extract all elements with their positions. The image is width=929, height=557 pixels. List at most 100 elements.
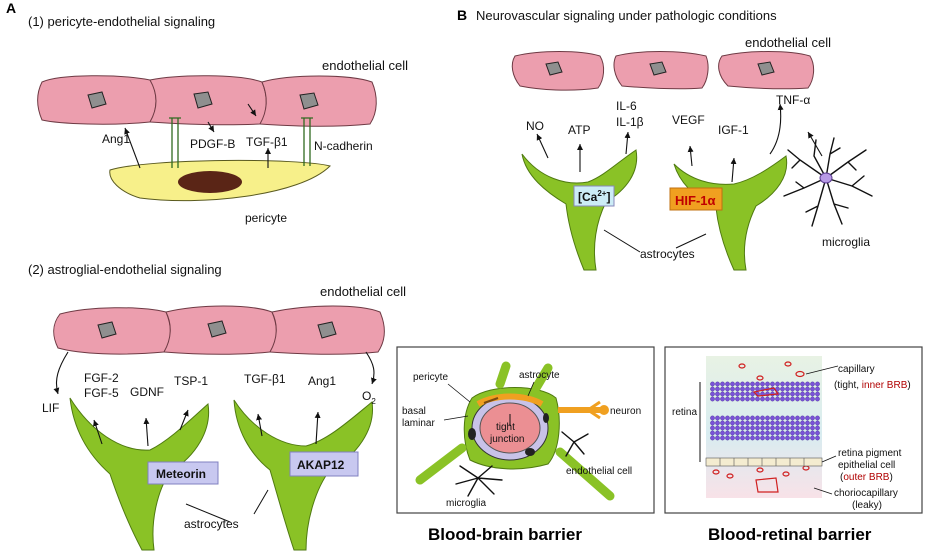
label-tgfb1-a2: TGF-β1 bbox=[244, 372, 286, 386]
akap12-label: AKAP12 bbox=[297, 458, 345, 472]
retina-nucleus-dot bbox=[755, 415, 760, 421]
label-tsp1: TSP-1 bbox=[174, 374, 208, 388]
retina-nucleus-dot bbox=[710, 386, 715, 392]
nucleus bbox=[97, 321, 117, 339]
retina-nucleus-dot bbox=[795, 435, 800, 441]
retina-nucleus-dot bbox=[775, 396, 780, 402]
retina-nucleus-dot bbox=[810, 396, 815, 402]
retina-nucleus-dot bbox=[775, 381, 780, 387]
brb-label-retina: retina bbox=[672, 407, 697, 418]
retina-nucleus-dot bbox=[805, 391, 810, 397]
retina-nucleus-dot bbox=[720, 381, 725, 387]
retina-nucleus-dot bbox=[795, 391, 800, 397]
retina-nucleus-dot bbox=[710, 425, 715, 431]
retina-nucleus-dot bbox=[740, 420, 745, 426]
bbb-label-pericyte: pericyte bbox=[413, 372, 448, 383]
retina-nucleus-dot bbox=[715, 435, 720, 441]
retina-nucleus-dot bbox=[795, 425, 800, 431]
label-lif: LIF bbox=[42, 401, 59, 415]
retina-nucleus-dot bbox=[770, 420, 775, 426]
a1-pericyte bbox=[109, 159, 331, 202]
retina-nucleus-dot bbox=[780, 425, 785, 431]
brb-label-chorio: choriocapillary bbox=[834, 488, 898, 499]
retina-nucleus-dot bbox=[755, 435, 760, 441]
retina-nucleus-dot bbox=[725, 420, 730, 426]
a2-endothelial-cells bbox=[53, 305, 385, 355]
retina-nucleus-dot bbox=[810, 425, 815, 431]
capillary-leader bbox=[805, 365, 839, 375]
retina-nucleus-dot bbox=[725, 430, 730, 436]
retina-nucleus-dot bbox=[725, 391, 730, 397]
retina-nucleus-dot bbox=[815, 381, 820, 387]
retina-nucleus-dot bbox=[750, 435, 755, 441]
calcium-box bbox=[573, 185, 615, 207]
bbb-label-laminar: laminar bbox=[402, 418, 435, 429]
pericyte-nucleus bbox=[178, 171, 242, 193]
retina-nucleus-dot bbox=[765, 381, 770, 387]
retina-nucleus-dot bbox=[815, 391, 820, 397]
retina-nucleus-dot bbox=[740, 430, 745, 436]
retina-nucleus-dot bbox=[715, 396, 720, 402]
retina-nucleus-dot bbox=[785, 420, 790, 426]
label-il6: IL-6 bbox=[616, 99, 637, 113]
astrocytes-leaders bbox=[185, 489, 269, 523]
retina-nucleus-dot bbox=[720, 425, 725, 431]
retina-nucleus-dot bbox=[800, 430, 805, 436]
retina-nucleus-dot bbox=[735, 386, 740, 392]
b-astrocytes-label: astrocytes bbox=[640, 247, 695, 261]
retina-nucleus-dot bbox=[770, 415, 775, 421]
retina-nucleus-dot bbox=[815, 430, 820, 436]
retina-nucleus-dot bbox=[710, 391, 715, 397]
retina-nucleus-dot bbox=[765, 425, 770, 431]
retina-nucleus-dot bbox=[735, 435, 740, 441]
retina-nucleus-dot bbox=[780, 415, 785, 421]
retina-nucleus-dot bbox=[715, 386, 720, 392]
retina-nucleus-dot bbox=[750, 430, 755, 436]
retina-nucleus-dot bbox=[780, 386, 785, 392]
retina-nucleus-dot bbox=[790, 425, 795, 431]
retina-nucleus-dot bbox=[735, 415, 740, 421]
label-tgfb1: TGF-β1 bbox=[246, 135, 288, 149]
retina-nucleus-dot bbox=[765, 420, 770, 426]
retina-nucleus-dot bbox=[740, 396, 745, 402]
retina-nucleus-dot bbox=[720, 435, 725, 441]
retina-nucleus-dot bbox=[775, 425, 780, 431]
meteorin-label: Meteorin bbox=[156, 467, 206, 481]
retina-nucleus-dot bbox=[715, 420, 720, 426]
retina-nucleus-dot bbox=[790, 415, 795, 421]
section-a2-title: (2) astroglial-endothelial signaling bbox=[28, 262, 222, 277]
retina-nucleus-dot bbox=[755, 430, 760, 436]
retina-nucleus-dot bbox=[785, 430, 790, 436]
retina-nucleus-dot bbox=[790, 420, 795, 426]
retina-nucleus-dot bbox=[795, 430, 800, 436]
label-ang1-a2: Ang1 bbox=[308, 374, 336, 388]
retina-nucleus-dot bbox=[815, 386, 820, 392]
retina-nucleus-dot bbox=[755, 381, 760, 387]
retina-nucleus-dot bbox=[715, 415, 720, 421]
nucleus bbox=[545, 61, 563, 76]
retina-nucleus-dot bbox=[795, 396, 800, 402]
retina-nucleus-dot bbox=[715, 430, 720, 436]
label-tnfa: TNF-α bbox=[776, 93, 810, 107]
arrow-gdnf bbox=[143, 417, 150, 447]
label-vegf: VEGF bbox=[672, 113, 705, 127]
retina-nucleus-dot bbox=[750, 386, 755, 392]
retina-nucleus-dot bbox=[765, 415, 770, 421]
retina-nucleus-dot bbox=[785, 381, 790, 387]
retina-nucleus-dot bbox=[780, 396, 785, 402]
bbb-label-basal: basal bbox=[402, 406, 426, 417]
label-gdnf: GDNF bbox=[130, 385, 164, 399]
retina-nucleus-dot bbox=[745, 381, 750, 387]
retina-nucleus-dot bbox=[740, 415, 745, 421]
retina-nucleus-dot bbox=[725, 415, 730, 421]
retina-nucleus-dot bbox=[760, 430, 765, 436]
retina-nucleus-dot bbox=[805, 430, 810, 436]
retina-nucleus-dot bbox=[800, 391, 805, 397]
retina-nucleus-dot bbox=[765, 430, 770, 436]
arrow-no bbox=[536, 133, 549, 159]
nucleus bbox=[207, 320, 227, 338]
retina-nucleus-dot bbox=[805, 420, 810, 426]
retina-nucleus-dot bbox=[745, 420, 750, 426]
retina-nucleus-dot bbox=[740, 425, 745, 431]
